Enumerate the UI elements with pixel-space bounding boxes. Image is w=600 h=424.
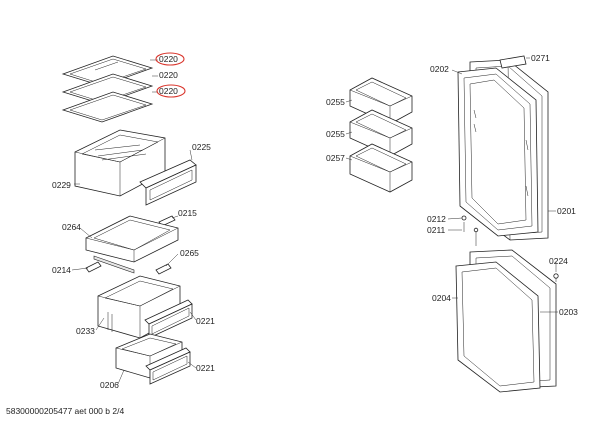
label-door-shelf-2: 0255 <box>326 129 345 139</box>
hinge-parts <box>461 215 479 246</box>
clip-0214 <box>85 261 102 273</box>
label-freezer-gasket: 0204 <box>432 293 451 303</box>
tray-0264 <box>85 215 179 274</box>
highlight-0220-1 <box>155 52 185 66</box>
label-front-221a: 0221 <box>196 316 215 326</box>
door-cover-0271 <box>499 55 527 69</box>
label-clip-215: 0215 <box>178 208 197 218</box>
freezer-door-gasket <box>455 261 541 393</box>
label-crisper-cover: 0225 <box>192 142 211 152</box>
label-crisper: 0229 <box>52 180 71 190</box>
door-shelf-0255b <box>349 109 413 157</box>
fridge-door-gasket <box>457 67 539 237</box>
crisper-box <box>74 129 166 197</box>
label-door-panel: 0201 <box>557 206 576 216</box>
highlight-0220-3 <box>156 84 186 98</box>
highlight-marks <box>155 52 186 98</box>
label-hinge-212: 0212 <box>427 214 446 224</box>
label-door-gasket: 0202 <box>430 64 449 74</box>
label-shelf-3: 0220 <box>159 86 178 96</box>
label-drawer-233: 0233 <box>76 326 95 336</box>
label-tray-264: 0264 <box>62 222 81 232</box>
pin-0224 <box>553 273 559 282</box>
label-door-cover: 0271 <box>531 53 550 63</box>
leader-lines-right <box>447 57 558 313</box>
label-door-shelf-1: 0255 <box>326 97 345 107</box>
drawer-front-0221b <box>145 347 191 385</box>
label-clip-265: 0265 <box>180 248 199 258</box>
leader-lines-middle <box>345 99 353 161</box>
label-door-shelf-3: 0257 <box>326 153 345 163</box>
label-drawer-206: 0206 <box>100 380 119 390</box>
label-clip-214: 0214 <box>52 265 71 275</box>
label-shelf-2: 0220 <box>159 70 178 80</box>
glass-shelf-1 <box>61 55 154 87</box>
crisper-cover <box>139 159 197 206</box>
label-freezer-door: 0203 <box>559 307 578 317</box>
label-hinge-211: 0211 <box>427 225 446 235</box>
document-footer: 58300000205477 aet 000 b 2/4 <box>6 406 125 416</box>
glass-shelf-3 <box>61 91 154 123</box>
label-shelf-1: 0220 <box>159 54 178 64</box>
label-front-221b: 0221 <box>196 363 215 373</box>
clip-0265 <box>155 263 172 275</box>
door-shelf-0257 <box>349 143 413 193</box>
drawer-front-0221a <box>144 299 193 339</box>
label-pin-224: 0224 <box>549 256 568 266</box>
door-shelf-0255a <box>349 77 413 125</box>
leader-lines-left <box>71 59 197 385</box>
glass-shelf-2 <box>61 73 154 105</box>
